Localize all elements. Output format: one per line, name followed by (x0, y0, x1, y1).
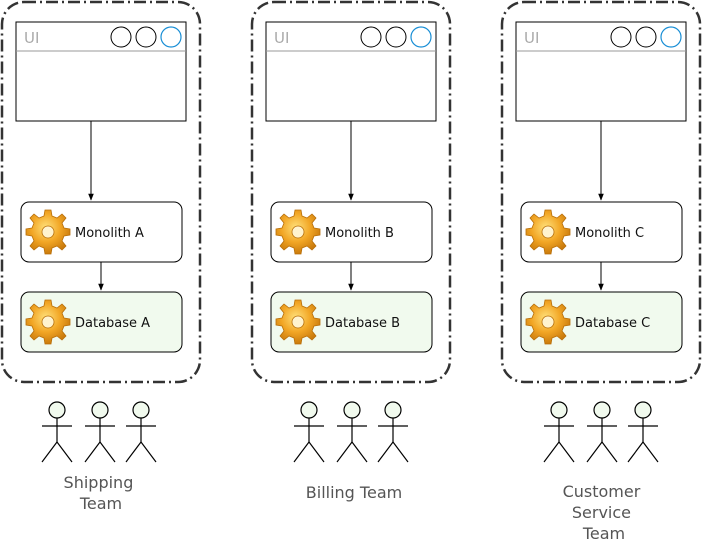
monolith-box: Monolith A (20, 201, 183, 263)
stick-figure-icon (125, 401, 157, 463)
monolith-box: Monolith C (520, 201, 683, 263)
database-label: Database B (325, 316, 400, 331)
ui-label: UI (274, 29, 289, 47)
ui-label: UI (524, 29, 539, 47)
window-circle-icon (110, 26, 132, 48)
gear-icon (275, 299, 321, 345)
gear-icon (25, 209, 71, 255)
window-circle-icon (360, 26, 382, 48)
team-members (293, 401, 409, 463)
team-label: Billing Team (306, 483, 402, 502)
window-circle-highlight-icon (160, 26, 182, 48)
gear-icon (275, 209, 321, 255)
window-circle-highlight-icon (410, 26, 432, 48)
ui-window: UI (15, 21, 187, 122)
ui-label: UI (24, 29, 39, 47)
stick-figure-icon (377, 401, 409, 463)
stick-figure-icon (586, 401, 618, 463)
database-label: Database A (75, 316, 150, 331)
team-members (543, 401, 659, 463)
gear-icon (25, 299, 71, 345)
service-boundary (500, 0, 702, 384)
database-box: Database B (270, 291, 433, 353)
stick-figure-icon (627, 401, 659, 463)
team-members (41, 401, 157, 463)
window-circle-icon (610, 26, 632, 48)
gear-icon (525, 299, 571, 345)
monolith-box: Monolith B (270, 201, 433, 263)
column-shipping: UI Monolith A Database A Shipping Team (0, 0, 202, 513)
ui-window: UI (515, 21, 687, 122)
window-circle-icon (135, 26, 157, 48)
database-box: Database C (520, 291, 683, 353)
ui-window: UI (265, 21, 437, 122)
database-label: Database C (575, 316, 650, 331)
stick-figure-icon (41, 401, 73, 463)
stick-figure-icon (84, 401, 116, 463)
team-label: Shipping Team (64, 473, 139, 513)
window-circle-highlight-icon (660, 26, 682, 48)
database-box: Database A (20, 291, 183, 353)
service-boundary (250, 0, 452, 384)
monolith-label: Monolith A (75, 226, 144, 241)
column-billing: UI Monolith B Database B Billing Team (250, 0, 452, 502)
column-customer-service: UI Monolith C Database C Customer Servic… (500, 0, 702, 543)
stick-figure-icon (543, 401, 575, 463)
stick-figure-icon (293, 401, 325, 463)
gear-icon (525, 209, 571, 255)
stick-figure-icon (336, 401, 368, 463)
window-circle-icon (635, 26, 657, 48)
window-circle-icon (385, 26, 407, 48)
monolith-label: Monolith C (575, 226, 644, 241)
service-boundary (0, 0, 202, 384)
team-label: Customer Service Team (563, 482, 646, 543)
monolith-label: Monolith B (325, 226, 394, 241)
